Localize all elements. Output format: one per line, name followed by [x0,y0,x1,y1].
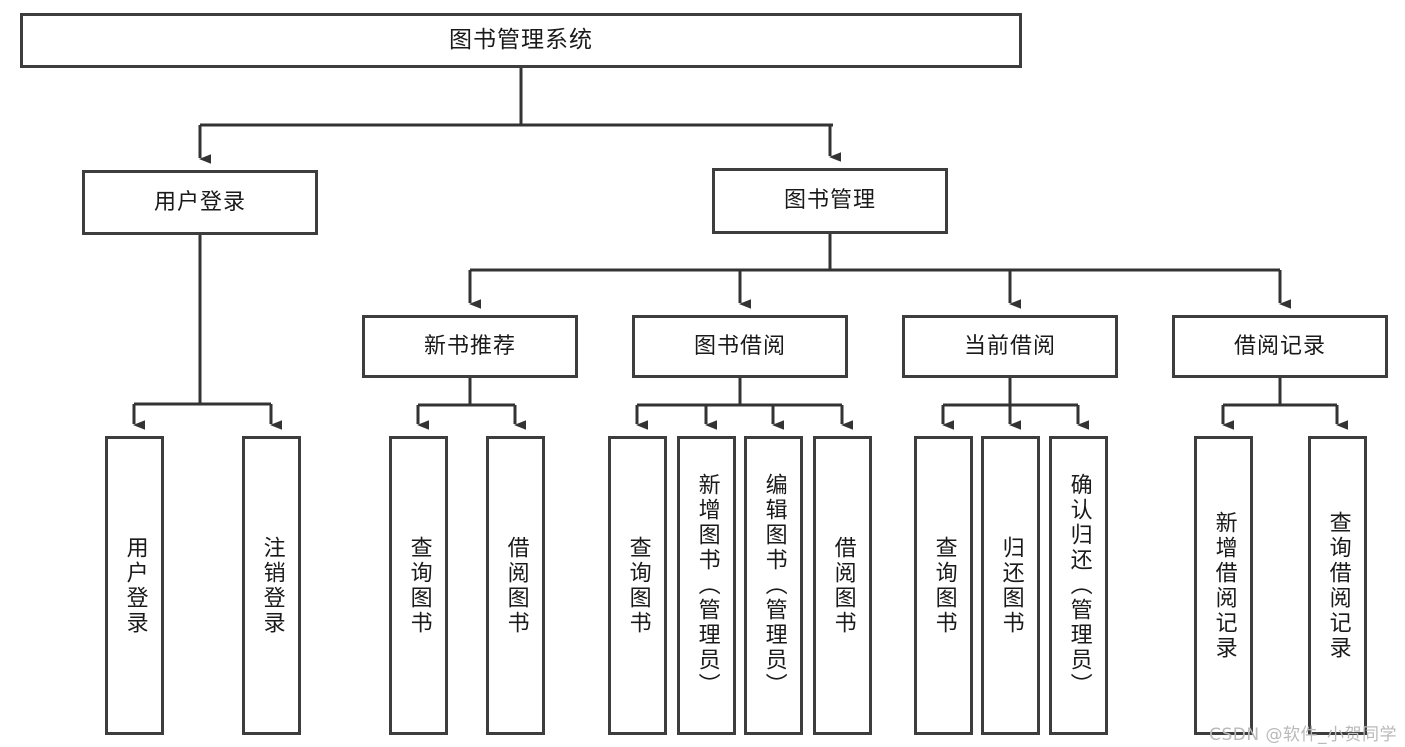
node-label: 新增借阅记录 [1211,510,1237,661]
node-root-book-management-system[interactable]: 图书管理系统 [20,13,1022,68]
node-label: 查询图书 [625,535,651,636]
node-label: 新增图书（管理员） [694,473,720,698]
node-leaf-query-borrow-record[interactable]: 查询借阅记录 [1308,436,1367,735]
node-label: 借阅记录 [1233,333,1326,359]
node-leaf-query-book-current[interactable]: 查询图书 [914,436,973,735]
node-label: 编辑图书（管理员） [761,473,787,698]
node-label: 确认归还（管理员） [1066,473,1092,698]
node-label: 注销登录 [259,535,285,636]
node-label: 借阅图书 [503,535,529,636]
node-label: 查询借阅记录 [1325,510,1351,661]
node-label: 当前借阅 [963,333,1056,359]
node-leaf-query-book-recommend[interactable]: 查询图书 [389,436,448,735]
node-leaf-query-book-borrow[interactable]: 查询图书 [608,436,667,735]
node-current-borrow[interactable]: 当前借阅 [902,315,1118,378]
node-label: 用户登录 [122,535,148,636]
node-leaf-borrow-book[interactable]: 借阅图书 [813,436,872,735]
node-borrow-record[interactable]: 借阅记录 [1172,315,1388,378]
node-book-management[interactable]: 图书管理 [712,168,948,234]
node-label: 图书管理 [783,188,876,214]
node-leaf-logout-login[interactable]: 注销登录 [242,436,301,735]
node-new-book-recommend[interactable]: 新书推荐 [362,315,578,378]
node-leaf-borrow-book-recommend[interactable]: 借阅图书 [486,436,545,735]
node-leaf-user-login[interactable]: 用户登录 [105,436,164,735]
node-user-login[interactable]: 用户登录 [82,170,318,235]
node-leaf-confirm-return[interactable]: 确认归还（管理员） [1049,436,1108,735]
node-label: 图书管理系统 [449,27,593,54]
node-label: 归还图书 [998,535,1024,636]
node-label: 用户登录 [153,189,246,215]
node-book-borrow[interactable]: 图书借阅 [632,315,848,378]
node-label: 查询图书 [931,535,957,636]
node-leaf-add-borrow-record[interactable]: 新增借阅记录 [1194,436,1253,735]
node-leaf-edit-book[interactable]: 编辑图书（管理员） [744,436,803,735]
node-label: 借阅图书 [830,535,856,636]
node-label: 查询图书 [406,535,432,636]
watermark-csdn: CSDN @软件_小贺同学 [1209,725,1397,745]
node-label: 图书借阅 [693,333,786,359]
node-label: 新书推荐 [423,333,516,359]
node-leaf-return-book[interactable]: 归还图书 [981,436,1040,735]
node-leaf-add-book[interactable]: 新增图书（管理员） [677,436,736,735]
